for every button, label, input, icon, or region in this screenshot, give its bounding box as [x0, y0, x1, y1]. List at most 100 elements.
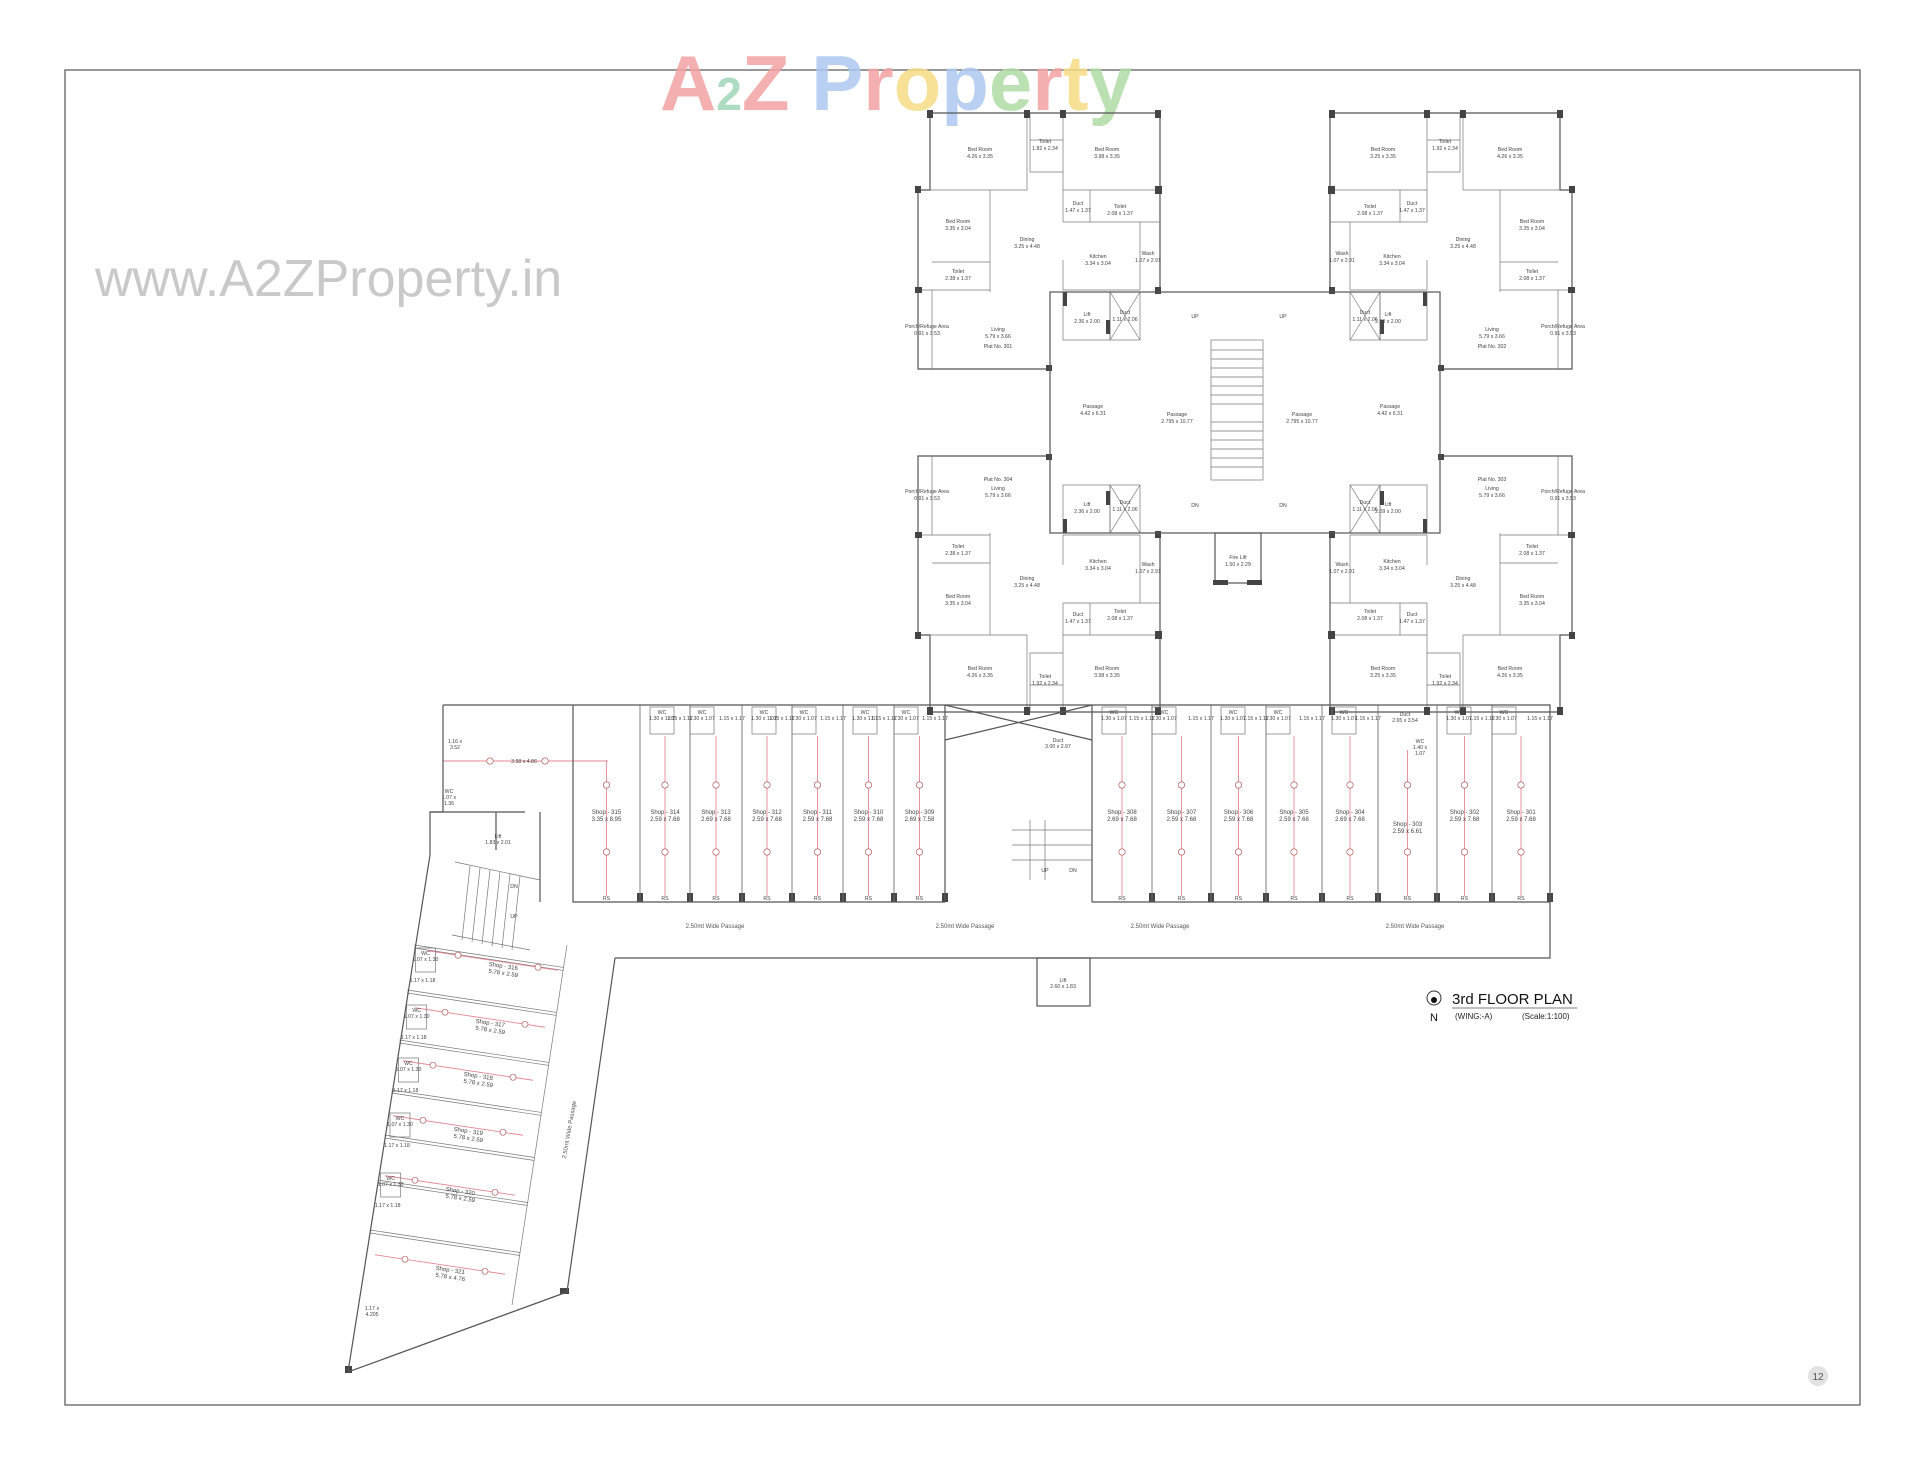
passage-label: 2.50mt Wide Passage: [936, 924, 995, 930]
core-room-name: Lift: [1084, 502, 1091, 508]
shop-name: Shop - 312: [752, 810, 782, 816]
ante-room-dimensions: 1.17 x 1.18: [410, 978, 436, 984]
wc-dimensions: 1.30 x 1.07: [689, 716, 715, 722]
shop-staircase: [1012, 820, 1092, 880]
north-arrow-icon: [1426, 990, 1442, 1006]
room-name: Toilet: [1114, 609, 1127, 615]
riser-label: RS: [712, 896, 720, 902]
passage-label: 2.50mt Wide Passage: [1131, 924, 1190, 930]
shop-name: Shop - 319: [453, 1127, 484, 1137]
plat-number-label: Plat No. 302: [1478, 344, 1507, 350]
wc-label: WC: [902, 710, 911, 716]
scale-label: (Scale:1:100): [1522, 1012, 1570, 1021]
room-name: Dining: [1020, 576, 1035, 582]
room-dimensions: 3.98 x 3.35: [1094, 154, 1120, 160]
room-dimensions: 0.91 x 3.53: [914, 331, 940, 337]
room-dimensions: 0.91 x 3.53: [1550, 496, 1576, 502]
room-dimensions: 1.47 x 1.37: [1399, 208, 1425, 214]
stair-direction-label: UP: [1279, 314, 1287, 320]
riser-label: RS: [1118, 896, 1126, 902]
light-fixture-icon: [1404, 848, 1412, 856]
room-dimensions: 2.08 x 1.37: [1357, 211, 1383, 217]
room-name: Toilet: [1364, 204, 1377, 210]
wc-box: [398, 1057, 419, 1083]
wc-label: WC: [386, 1176, 395, 1182]
misc-label: 1.17 x4.205: [365, 1306, 380, 1318]
light-fixture-icon: [915, 848, 923, 856]
label-line: 3.98 x 4.86: [511, 759, 537, 765]
light-fixture-icon: [1290, 848, 1298, 856]
room-name: Toilet: [1114, 204, 1127, 210]
wc-box: [791, 706, 817, 735]
wc-label: WC: [760, 710, 769, 716]
room-name: Toilet: [1439, 139, 1452, 145]
shop-dimensions: 3.35 x 8.95: [592, 817, 622, 823]
room-name: Toilet: [1439, 674, 1452, 680]
room-dimensions: 1.07 x 2.91: [1135, 258, 1161, 264]
core-room-dimensions: 1.11 x 2.06: [1112, 317, 1137, 323]
room-name: Porch/Refuge Area: [905, 324, 949, 330]
shop-name: Shop - 304: [1335, 810, 1365, 816]
stair-direction-label: DN: [1191, 503, 1199, 509]
wc-box: [1331, 706, 1357, 735]
plat-number-label: Plat No. 303: [1478, 477, 1507, 483]
light-fixture-icon: [1517, 848, 1525, 856]
light-fixture-icon: [1290, 781, 1298, 789]
room-name: Bed Room: [1095, 666, 1120, 672]
light-fixture-icon: [419, 1116, 427, 1124]
room-dimensions: 2.38 x 1.37: [945, 551, 971, 557]
shop-name: Shop - 314: [650, 810, 680, 816]
wing-partition: [369, 1229, 520, 1253]
light-fixture-icon: [763, 781, 771, 789]
plat-number-label: Plat No. 304: [984, 477, 1013, 483]
room-dimensions: 1.82 x 2.34: [1032, 146, 1058, 152]
shop-name: Shop - 307: [1167, 810, 1197, 816]
riser-label: RS: [1346, 896, 1354, 902]
light-fixture-icon: [712, 781, 720, 789]
shop-dimensions: 2.69 x 7.68: [1335, 817, 1365, 823]
core-room-name: Passage: [1292, 412, 1312, 418]
wc-label: WC: [1340, 710, 1349, 716]
core-room-dimensions: 2.795 x 10.77: [1286, 419, 1318, 425]
room-dimensions: 1.47 x 1.37: [1399, 619, 1425, 625]
label-line: 1.07: [1415, 751, 1425, 757]
wc-box: [406, 1004, 428, 1030]
light-fixture-icon: [1235, 848, 1243, 856]
wc-box: [852, 706, 878, 735]
wc-box: [389, 1112, 411, 1138]
shop-name: Shop - 303: [1393, 822, 1423, 828]
shop-name: Shop - 316: [488, 962, 519, 972]
wc-box: [1265, 706, 1291, 735]
light-fixture-icon: [481, 1267, 489, 1275]
light-fixture-icon: [401, 1255, 409, 1263]
label-line: 3.00 x 2.97: [1045, 744, 1071, 750]
ante-room-dimensions: 1.15 x 1.17: [922, 716, 948, 722]
wc-dimensions: 1.30 x 1.07: [1446, 716, 1472, 722]
room-dimensions: 1.07 x 2.91: [1135, 569, 1161, 575]
label-line: Duct: [1053, 738, 1064, 744]
stair-direction-label: UP: [1191, 314, 1199, 320]
light-fixture-icon: [534, 963, 542, 971]
wing-partition: [391, 1089, 542, 1113]
core-room-name: Duct: [1360, 500, 1371, 506]
ante-room-dimensions: 1.15 x 1.17: [1469, 716, 1495, 722]
room-dimensions: 5.79 x 3.66: [985, 493, 1011, 499]
wing-partition: [399, 1039, 550, 1063]
room-dimensions: 3.25 x 4.48: [1014, 244, 1040, 250]
